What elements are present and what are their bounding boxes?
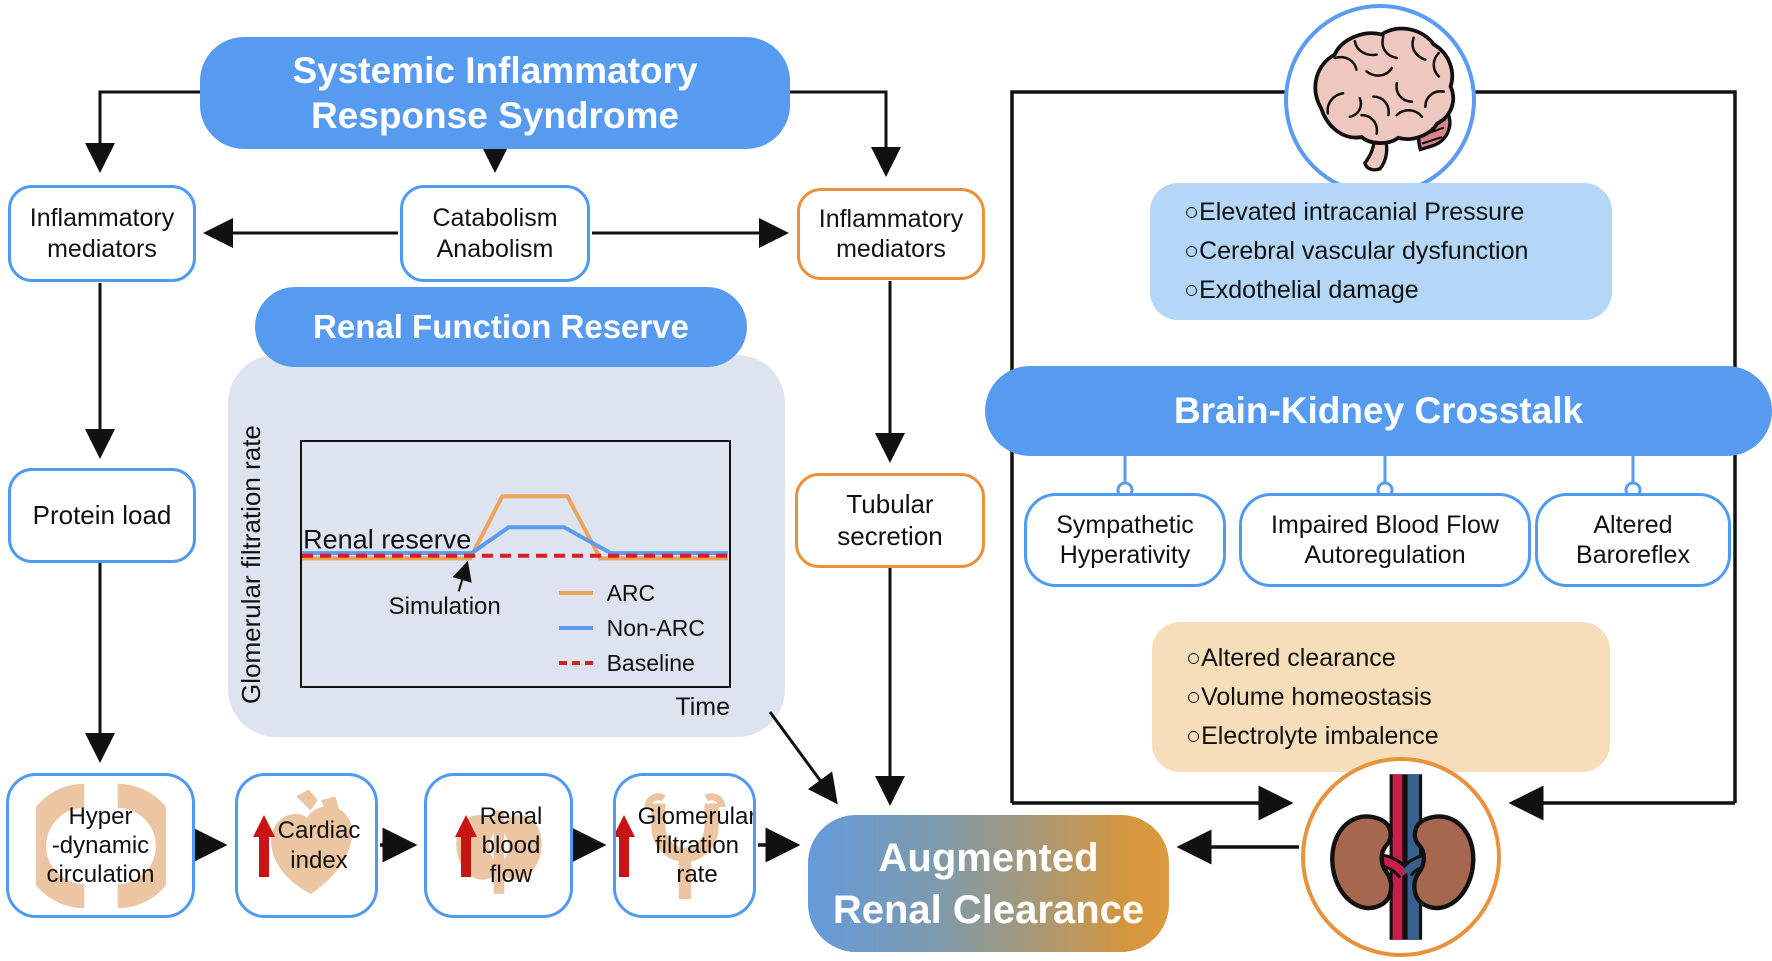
altered-baroreflex-box: Altered Baroreflex [1535,493,1731,587]
up-arrow-icon [616,814,635,877]
legend-entry: Baseline [558,649,705,676]
impaired-blood-flow-autoregulation-box: Impaired Blood Flow Autoregulation [1239,493,1531,587]
gfr-chart-plot [302,494,728,592]
up-arrow-icon [454,814,477,877]
list-item: ○Exdothelial damage [1184,276,1419,304]
annotation-arrow [452,560,472,592]
renal-function-reserve-header: Renal Function Reserve [255,287,747,367]
legend-swatch-icon [558,661,593,665]
cardiac-index-label: Cardiac index [277,817,361,874]
crosstalk-connectors [1116,456,1642,499]
inflammatory-mediators-right-box: Inflammatory mediators [797,188,985,280]
legend-label: Baseline [606,649,695,676]
brain-badge [1284,4,1476,196]
protein-load-box: Protein load [8,468,196,563]
sympathetic-hyperativity-box: Sympathetic Hyperativity [1024,493,1226,587]
legend-entry: ARC [558,579,705,606]
hyperdynamic-circulation-box: Hyper -dynamic circulation [6,773,195,918]
tubular-secretion-box: Tubular secretion [795,473,985,568]
series-Non-ARC [302,525,728,556]
glomerular-filtration-rate-label: Glomerular filtration rate [637,802,756,889]
kidney-icon [1330,774,1476,940]
chart-legend: ARC Non-ARC Baseline [558,579,705,676]
legend-entry: Non-ARC [558,614,705,641]
hyperdynamic-circulation-label: Hyper -dynamic circulation [46,802,155,889]
legend-label: ARC [606,579,656,606]
heart-icon [270,788,352,894]
list-item: ○Elevated intracanial Pressure [1184,198,1525,226]
renal-blood-flow-box: Renal blood flow [424,773,573,918]
legend-swatch-icon [558,591,593,595]
list-item: ○Altered clearance [1186,643,1396,672]
list-item: ○Volume homeostasis [1186,682,1432,711]
legend-swatch-icon [558,626,593,630]
kidney-badge [1301,757,1501,957]
legend-label: Non-ARC [606,614,705,641]
chart-annotation: Simulation [388,593,501,621]
brain-icon [1313,26,1456,172]
glomerular-filtration-rate-box: Glomerular filtration rate [613,773,756,918]
list-item: ○Electrolyte imbalence [1186,721,1439,750]
circulation-icon [35,783,166,908]
brain-kidney-crosstalk-header: Brain-Kidney Crosstalk [985,366,1772,456]
inflammatory-mediators-left-box: Inflammatory mediators [8,185,196,282]
augmented-renal-clearance-box: Augmented Renal Clearance [808,815,1169,952]
sirs-header: Systemic Inflammatory Response Syndrome [200,37,790,149]
cardiac-index-box: Cardiac index [235,773,378,918]
up-arrow-icon [252,814,275,877]
glomerulus-icon [643,792,726,899]
chart-x-axis-label: Time [675,693,730,721]
list-item: ○Cerebral vascular dysfunction [1184,237,1529,265]
chart-annotation: Renal reserve [303,524,472,555]
series-ARC [302,494,728,561]
kidney-effects-list: ○Altered clearance ○Volume homeostasis ○… [1152,622,1610,772]
catabolism-anabolism-box: Catabolism Anabolism [400,185,590,282]
renal-blood-flow-label: Renal blood flow [479,802,543,889]
brain-effects-list: ○Elevated intracanial Pressure ○Cerebral… [1150,183,1612,320]
renal-function-reserve-panel: Glomerular filtration rate Renal reserve… [228,355,785,737]
